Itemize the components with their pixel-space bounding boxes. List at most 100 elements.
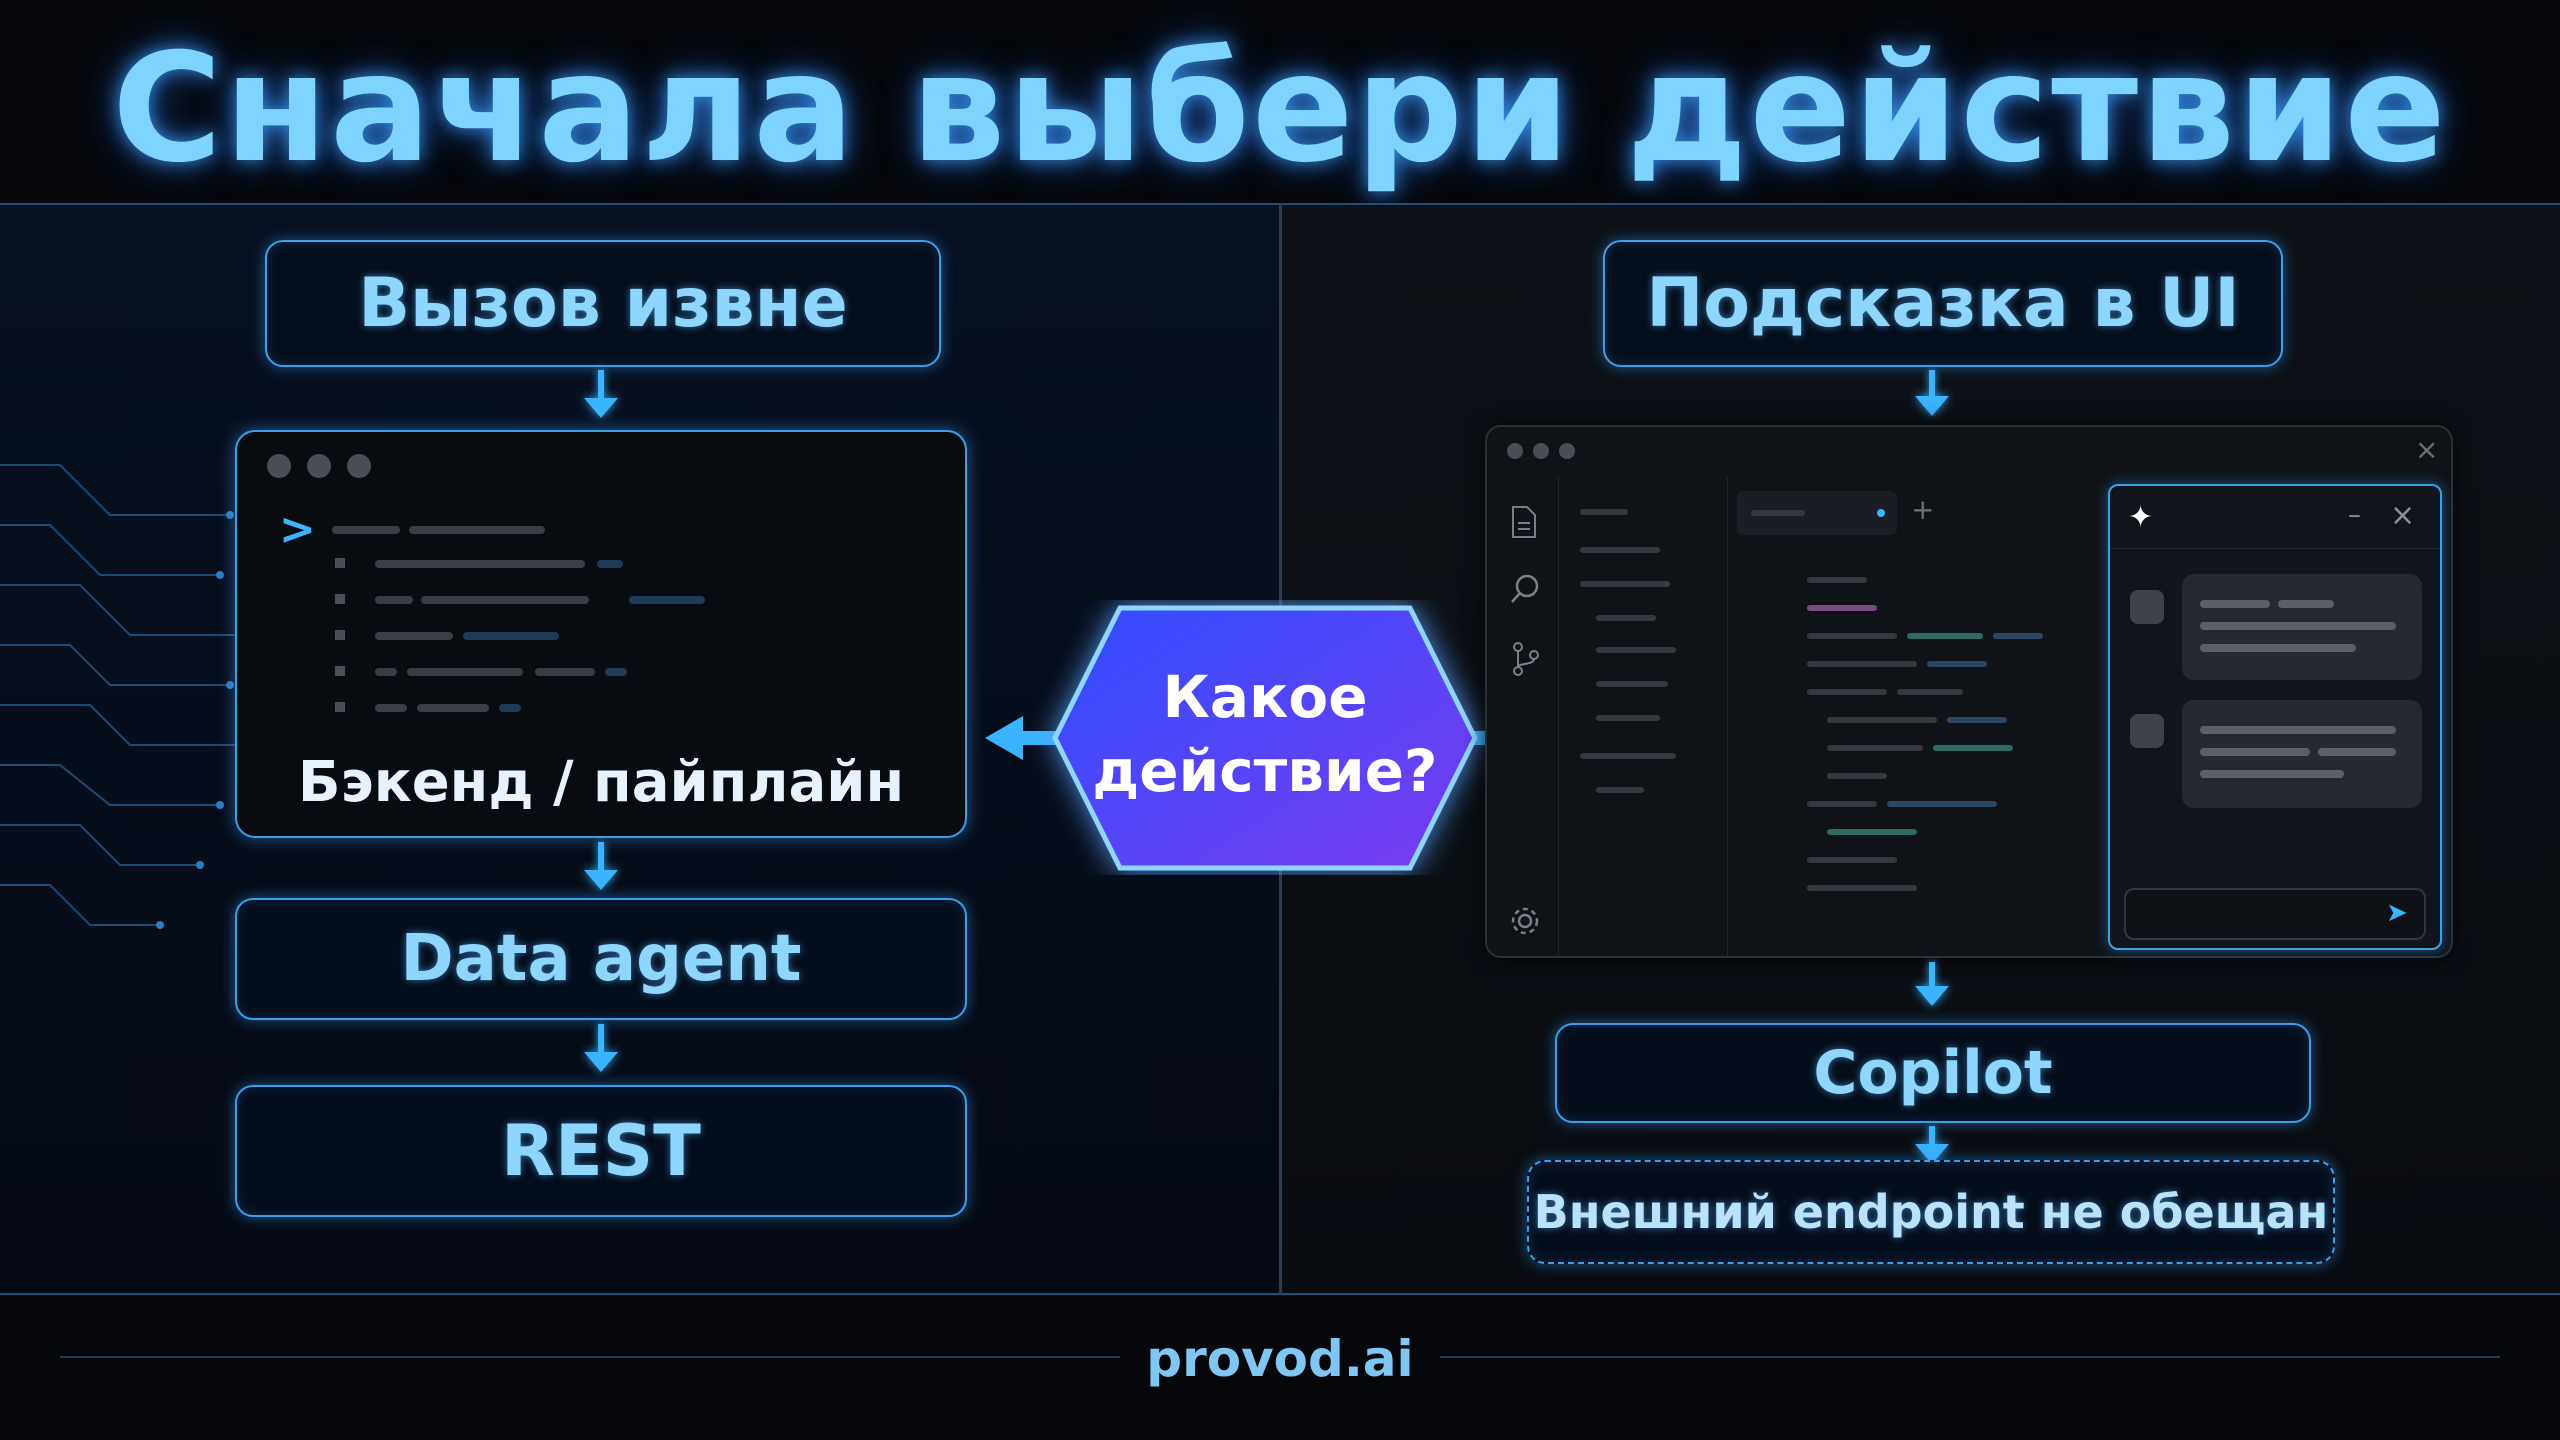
arrow-down bbox=[598, 1024, 604, 1054]
explorer-title bbox=[1580, 509, 1628, 515]
explorer-item[interactable] bbox=[1596, 681, 1668, 687]
activity-bar bbox=[1487, 477, 1559, 958]
bullet bbox=[335, 702, 345, 712]
arrow-down-head bbox=[584, 870, 618, 890]
bullet bbox=[335, 666, 345, 676]
code-line bbox=[375, 596, 413, 604]
footer-rule-right bbox=[1440, 1356, 2500, 1358]
page-title: Сначала выбери действие bbox=[112, 22, 2448, 196]
minimize-icon[interactable]: – bbox=[2348, 500, 2361, 530]
arrow-down-head bbox=[1915, 396, 1949, 416]
close-icon[interactable]: × bbox=[2390, 498, 2416, 533]
editor-tab-label bbox=[1751, 510, 1805, 516]
explorer-item[interactable] bbox=[1596, 615, 1656, 621]
rest-box: REST bbox=[235, 1085, 967, 1217]
chat-divider bbox=[2110, 548, 2440, 549]
footer-rule-left bbox=[60, 1356, 1120, 1358]
chat-bubble bbox=[2182, 574, 2422, 680]
code-line bbox=[1807, 801, 1877, 807]
code-line bbox=[1993, 633, 2043, 639]
new-tab-icon[interactable]: + bbox=[1911, 493, 1935, 526]
arrow-down bbox=[1929, 1126, 1935, 1146]
explorer-item[interactable] bbox=[1596, 787, 1644, 793]
code-line bbox=[332, 526, 400, 534]
chat-bubble bbox=[2182, 700, 2422, 808]
window-dot bbox=[267, 454, 291, 478]
chat-line bbox=[2200, 726, 2396, 734]
arrow-down bbox=[598, 370, 604, 400]
git-branch-icon[interactable] bbox=[1511, 641, 1541, 677]
search-icon[interactable] bbox=[1509, 573, 1541, 605]
sparkle-icon: ✦ bbox=[2128, 500, 2154, 535]
explorer-item[interactable] bbox=[1580, 753, 1676, 759]
chat-input[interactable]: ➤ bbox=[2124, 888, 2426, 940]
explorer-item[interactable] bbox=[1580, 547, 1660, 553]
code-line bbox=[1807, 605, 1877, 611]
chat-line bbox=[2200, 748, 2310, 756]
terminal-window: > Бэкенд / пайплайн bbox=[235, 430, 967, 838]
chat-line bbox=[2200, 622, 2396, 630]
arrow-down-head bbox=[1915, 1144, 1949, 1164]
copilot-chat-panel: ✦ – × ➤ bbox=[2108, 484, 2442, 950]
bullet bbox=[335, 558, 345, 568]
code-line bbox=[1807, 857, 1897, 863]
explorer-item[interactable] bbox=[1596, 715, 1660, 721]
code-line bbox=[499, 704, 521, 712]
chat-line bbox=[2278, 600, 2334, 608]
arrow-down bbox=[1929, 370, 1935, 398]
copilot-box: Copilot bbox=[1555, 1023, 2311, 1123]
editor-tab[interactable] bbox=[1737, 491, 1897, 535]
avatar bbox=[2130, 590, 2164, 624]
chat-line bbox=[2318, 748, 2396, 756]
footer-brand[interactable]: provod.ai bbox=[1146, 1330, 1414, 1388]
window-dot bbox=[1507, 443, 1523, 459]
arrow-down-head bbox=[584, 398, 618, 418]
code-line bbox=[1827, 745, 1923, 751]
window-dot bbox=[1559, 443, 1575, 459]
file-icon[interactable] bbox=[1509, 505, 1539, 539]
chat-line bbox=[2200, 600, 2270, 608]
arrow-down bbox=[598, 842, 604, 872]
explorer-pane bbox=[1560, 477, 1728, 958]
close-icon[interactable]: × bbox=[2415, 433, 2439, 466]
endpoint-note-box: Внешний endpoint не обещан bbox=[1527, 1160, 2335, 1264]
window-dot bbox=[1533, 443, 1549, 459]
bullet bbox=[335, 594, 345, 604]
code-line bbox=[629, 596, 705, 604]
code-line bbox=[1807, 661, 1917, 667]
code-line bbox=[1933, 745, 2013, 751]
code-line bbox=[463, 632, 559, 640]
window-dot bbox=[307, 454, 331, 478]
explorer-item[interactable] bbox=[1580, 581, 1670, 587]
arrow-down-head bbox=[1915, 986, 1949, 1006]
code-line bbox=[1907, 633, 1983, 639]
settings-icon[interactable] bbox=[1509, 905, 1541, 937]
code-line bbox=[1827, 773, 1887, 779]
data-agent-box: Data agent bbox=[235, 898, 967, 1020]
code-line bbox=[1887, 801, 1997, 807]
code-line bbox=[375, 704, 407, 712]
modified-dot bbox=[1877, 509, 1885, 517]
code-line bbox=[1927, 661, 1987, 667]
external-call-box: Вызов извне bbox=[265, 240, 941, 367]
avatar bbox=[2130, 714, 2164, 748]
bullet bbox=[335, 630, 345, 640]
code-line bbox=[375, 560, 585, 568]
code-line bbox=[535, 668, 595, 676]
send-icon[interactable]: ➤ bbox=[2386, 898, 2408, 928]
arrow-down-head bbox=[584, 1052, 618, 1072]
code-line bbox=[605, 668, 627, 676]
code-line bbox=[421, 596, 589, 604]
terminal-caption: Бэкенд / пайплайн bbox=[297, 750, 905, 815]
code-line bbox=[597, 560, 623, 568]
code-line bbox=[417, 704, 489, 712]
ui-hint-box: Подсказка в UI bbox=[1603, 240, 2283, 367]
code-line bbox=[1807, 577, 1867, 583]
circuit-decoration bbox=[0, 464, 244, 929]
chat-line bbox=[2200, 644, 2356, 652]
code-line bbox=[1807, 633, 1897, 639]
code-line bbox=[375, 632, 453, 640]
code-line bbox=[1827, 829, 1917, 835]
explorer-item[interactable] bbox=[1596, 647, 1676, 653]
code-line bbox=[1827, 717, 1937, 723]
